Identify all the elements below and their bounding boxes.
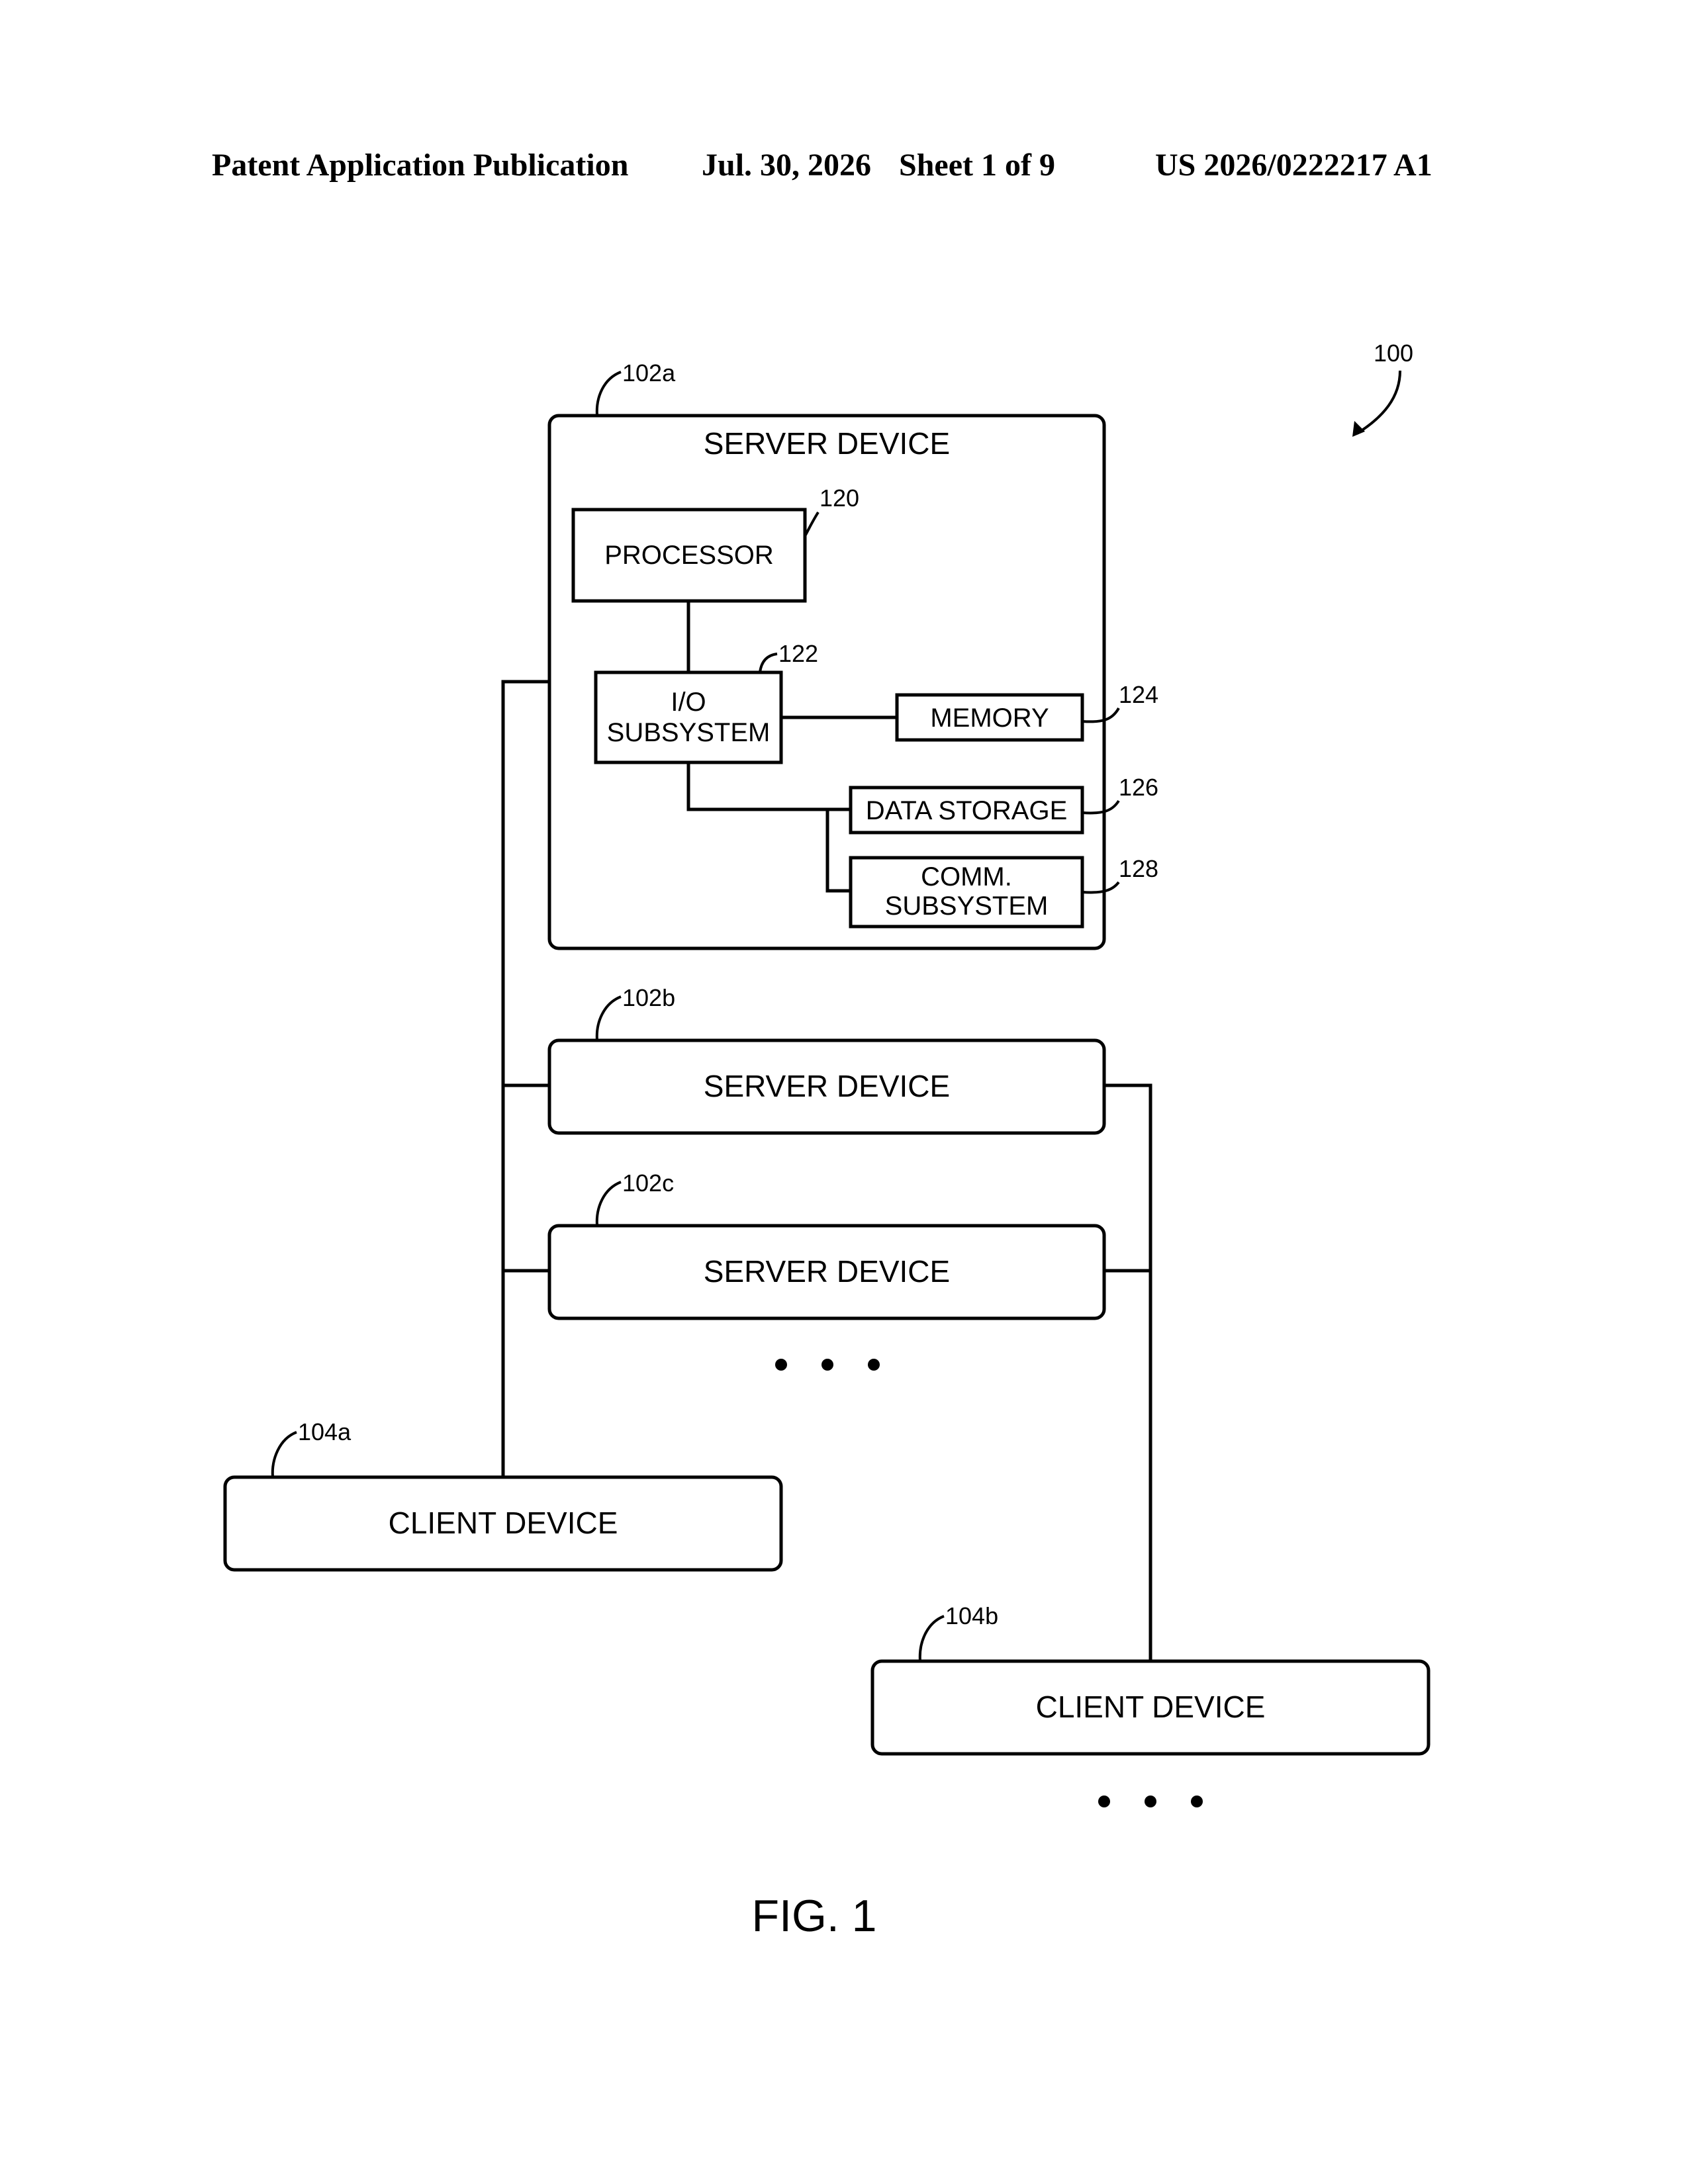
server-c-title: SERVER DEVICE (704, 1254, 950, 1289)
right-bus-line (1104, 1085, 1150, 1661)
client-a-ref: 104a (298, 1418, 352, 1445)
comm-label-line1: COMM. (921, 862, 1012, 891)
memory-label: MEMORY (930, 704, 1049, 733)
left-bus-line (503, 682, 549, 1477)
server-c-leader (597, 1182, 621, 1226)
client-ellipsis-dot (1098, 1796, 1110, 1807)
client-b-ref: 104b (945, 1602, 998, 1629)
io-subsystem-box (596, 672, 781, 762)
client-a-title: CLIENT DEVICE (389, 1506, 618, 1540)
figure-label: FIG. 1 (752, 1891, 877, 1941)
server-ellipsis-dot (868, 1359, 880, 1371)
server-b-title: SERVER DEVICE (704, 1069, 950, 1103)
client-ellipsis-dot (1145, 1796, 1156, 1807)
io-ref: 122 (778, 640, 818, 667)
server-b-leader (597, 997, 621, 1040)
client-b-leader (920, 1616, 944, 1661)
server-c-ref: 102c (622, 1169, 674, 1197)
server-a-leader (597, 372, 621, 416)
memory-ref: 124 (1119, 681, 1158, 708)
io-label-line1: I/O (671, 688, 706, 717)
client-a-leader (273, 1432, 297, 1477)
data-storage-ref: 126 (1119, 774, 1158, 801)
io-label-line2: SUBSYSTEM (607, 718, 771, 747)
client-b-title: CLIENT DEVICE (1036, 1690, 1266, 1724)
system-ref-label: 100 (1374, 340, 1413, 367)
data-storage-label: DATA STORAGE (866, 796, 1068, 825)
comm-ref: 128 (1119, 855, 1158, 882)
server-ellipsis-dot (775, 1359, 787, 1371)
server-b-ref: 102b (622, 984, 675, 1011)
comm-label-line2: SUBSYSTEM (885, 891, 1049, 921)
server-ellipsis-dot (821, 1359, 833, 1371)
server-a-ref: 102a (622, 359, 676, 387)
system-ref-arrow (1357, 371, 1400, 433)
server-a-title: SERVER DEVICE (704, 426, 950, 461)
client-ellipsis-dot (1191, 1796, 1203, 1807)
processor-label: PROCESSOR (604, 541, 774, 570)
processor-ref: 120 (820, 484, 859, 512)
